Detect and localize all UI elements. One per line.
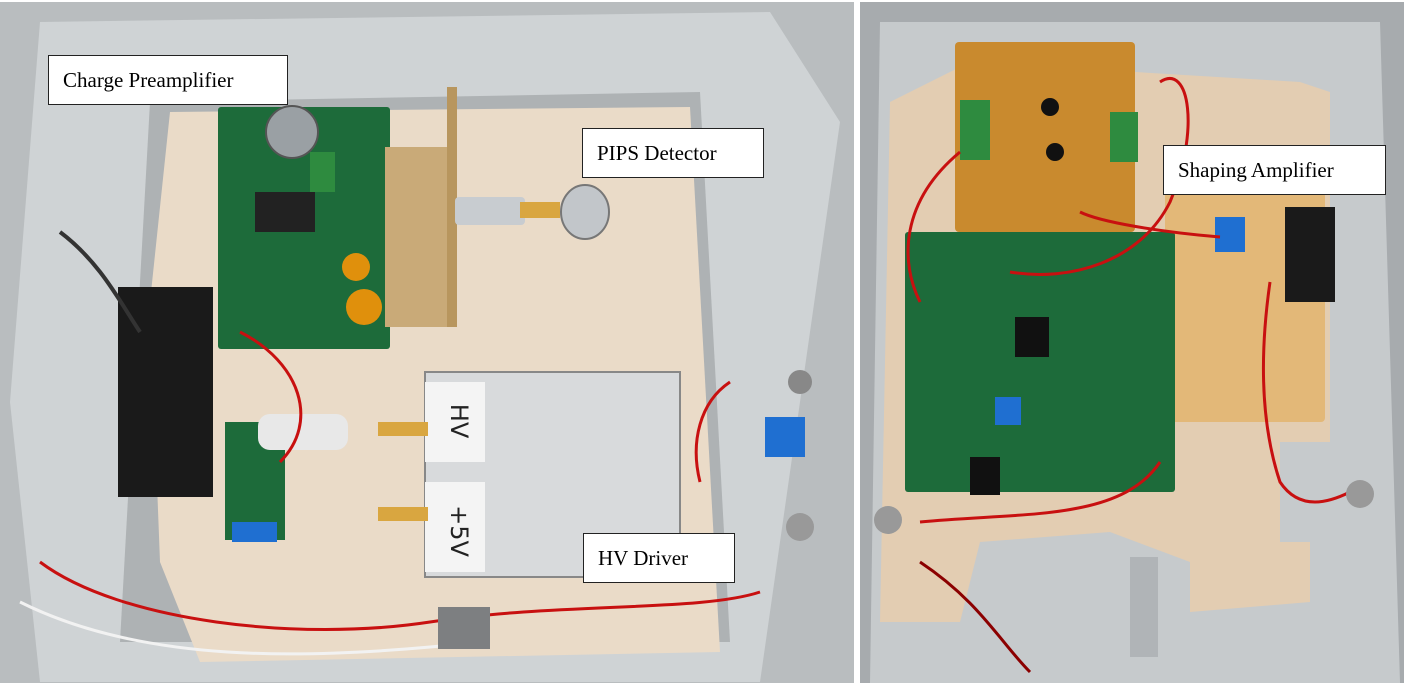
right-enclosure-photo: Shaping Amplifier xyxy=(860,2,1404,683)
perfboard-top xyxy=(955,42,1135,232)
right-enclosure-illustration xyxy=(860,2,1404,683)
hv-driver-label: HV Driver xyxy=(583,533,735,583)
detector-bracket xyxy=(385,147,457,327)
left-enclosure-photo: HV +5V Charge Preamplifier PIPS Detector… xyxy=(0,2,854,683)
left-enclosure-illustration xyxy=(0,2,854,683)
plus-5v-marking: +5V xyxy=(444,505,473,557)
hv-marking: HV xyxy=(445,403,474,439)
pips-detector-body xyxy=(560,184,610,240)
bnc-connector xyxy=(1130,557,1158,657)
shaping-amplifier-pcb xyxy=(905,232,1175,492)
pips-detector-label: PIPS Detector xyxy=(582,128,764,178)
charge-preamplifier-label: Charge Preamplifier xyxy=(48,55,288,105)
shaping-ic xyxy=(1285,207,1335,302)
shaping-amplifier-label: Shaping Amplifier xyxy=(1163,145,1386,195)
